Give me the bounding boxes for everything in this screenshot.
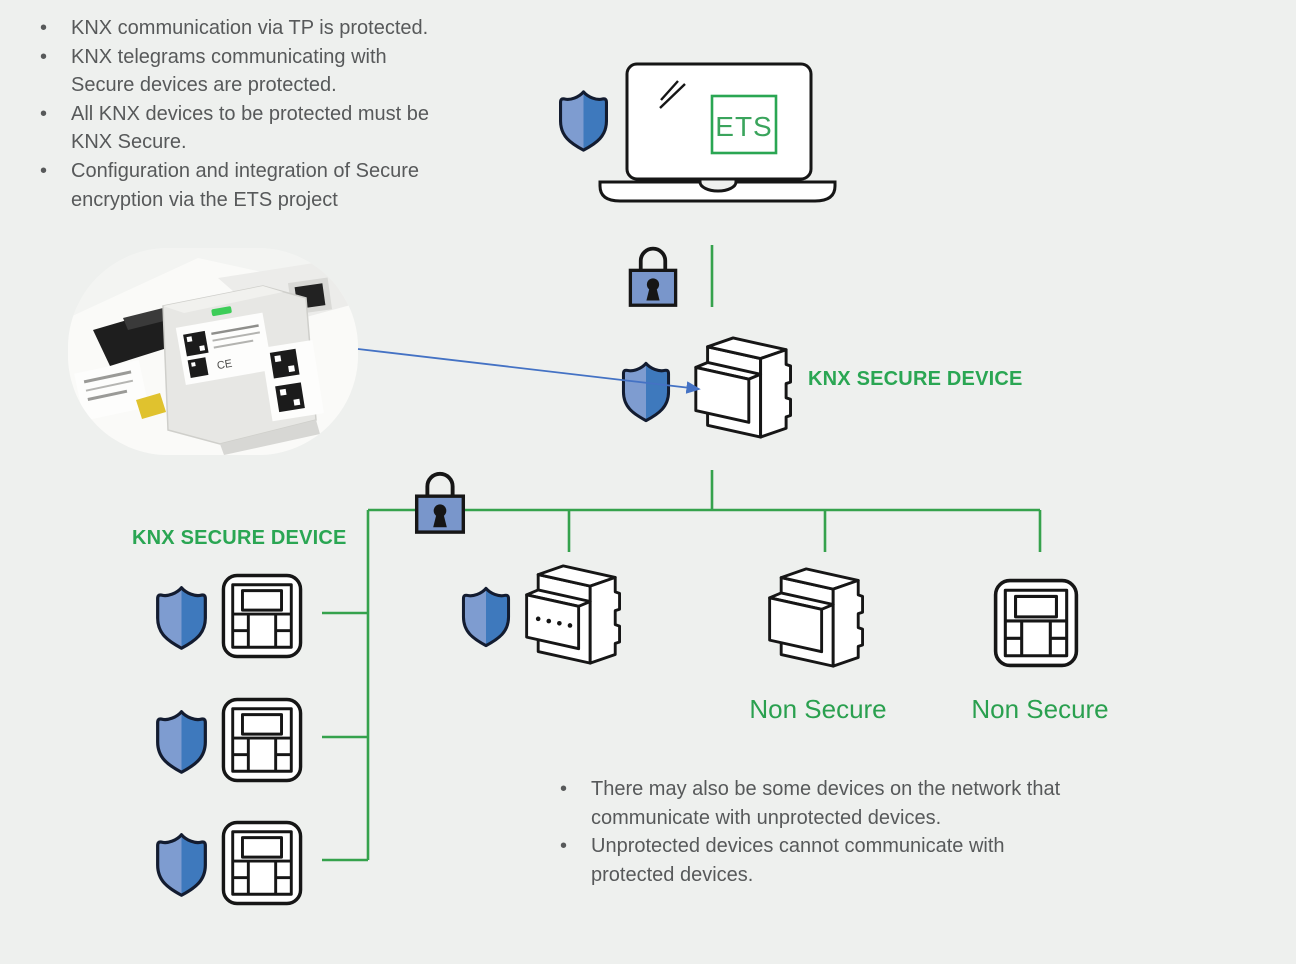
bullet-marker: • bbox=[560, 835, 568, 858]
shield-icon bbox=[620, 360, 672, 424]
bullet-marker: • bbox=[560, 778, 568, 800]
shield-icon bbox=[557, 87, 610, 155]
top-bullet-list: •KNX communication via TP is protected. … bbox=[36, 14, 536, 214]
secure-device-label-left: KNX SECURE DEVICE bbox=[132, 527, 347, 549]
bottom-bullet-list: • There may also be some devices on the n… bbox=[556, 775, 1216, 889]
bullet-text: There may also be some devices on the ne… bbox=[591, 778, 1061, 829]
bullet-text: KNX communication via TP is protected. bbox=[71, 17, 429, 39]
din-module-device-icon bbox=[517, 560, 621, 670]
shield-icon bbox=[154, 707, 209, 777]
knx-device-photo: CE bbox=[68, 248, 358, 455]
non-secure-label: Non Secure bbox=[971, 694, 1109, 724]
bullet-text: All KNX devices to be protected must be … bbox=[71, 102, 429, 154]
bullet-marker: • bbox=[40, 102, 48, 125]
padlock-icon bbox=[412, 468, 468, 536]
svg-text:CE: CE bbox=[216, 358, 233, 372]
din-module-device-icon bbox=[686, 333, 792, 443]
non-secure-label: Non Secure bbox=[749, 694, 887, 724]
wall-switch-device-icon bbox=[992, 578, 1080, 668]
wall-switch-device-icon bbox=[221, 697, 303, 783]
wall-switch-device-icon bbox=[221, 820, 303, 906]
shield-icon bbox=[460, 585, 512, 649]
bullet-item: • Configuration and integration of Secure… bbox=[36, 157, 536, 214]
bullet-item: • Unprotected devices cannot communicate … bbox=[556, 832, 1216, 889]
bullet-marker: • bbox=[40, 159, 48, 182]
secure-device-label-right: KNX SECURE DEVICE bbox=[808, 368, 1023, 390]
bullet-item: • KNX telegrams communicating with Secure… bbox=[36, 43, 536, 100]
bullet-item: • KNX communication via TP is protected. bbox=[36, 14, 536, 43]
ets-badge bbox=[710, 94, 778, 155]
screen-glare-icon bbox=[659, 80, 686, 109]
bullet-text: KNX telegrams communicating with Secure … bbox=[71, 45, 387, 97]
bullet-marker: • bbox=[40, 17, 48, 39]
bullet-text: Unprotected devices cannot communicate w… bbox=[591, 835, 1005, 886]
din-module-device-icon bbox=[760, 562, 864, 674]
bullet-marker: • bbox=[40, 45, 48, 68]
ets-label: ETS bbox=[715, 111, 772, 142]
bullet-text: Configuration and integration of Secure … bbox=[71, 159, 420, 211]
laptop-base bbox=[598, 180, 837, 203]
wall-switch-device-icon bbox=[221, 573, 303, 659]
bullet-item: • There may also be some devices on the n… bbox=[556, 775, 1216, 832]
shield-icon bbox=[154, 830, 209, 900]
laptop-icon: ETS bbox=[598, 62, 837, 203]
shield-icon bbox=[154, 583, 209, 653]
padlock-icon bbox=[625, 243, 681, 309]
bullet-item: • All KNX devices to be protected must be… bbox=[36, 100, 536, 157]
